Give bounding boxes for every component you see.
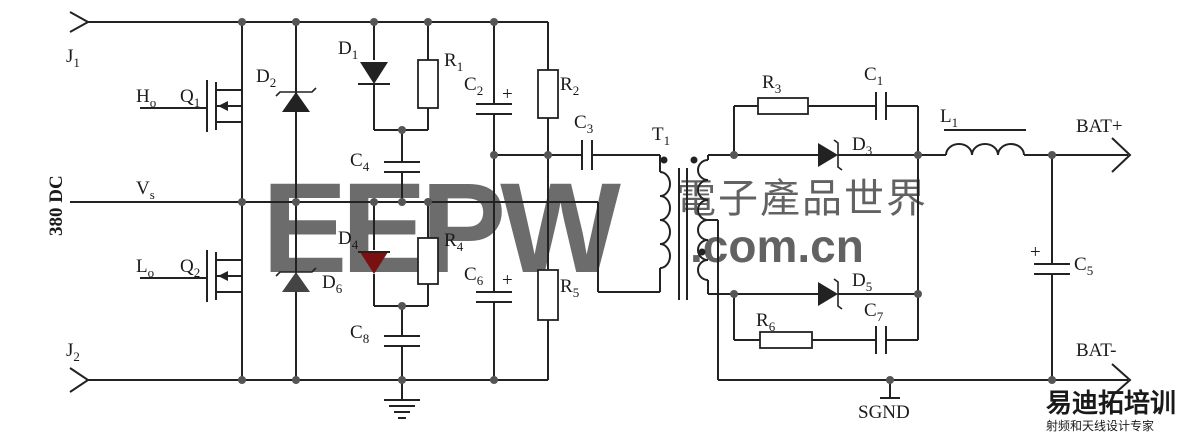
label-d4: D4 bbox=[338, 228, 359, 252]
label-c5: C5 bbox=[1074, 254, 1093, 278]
label-q1: Q1 bbox=[180, 86, 200, 110]
eepw-chinese-text: 電子產品世界 bbox=[676, 176, 928, 221]
eepw-logo-text: EEPW bbox=[262, 157, 621, 300]
corner-watermark-title: 易迪拓培训 bbox=[1046, 389, 1176, 418]
label-vs: Vs bbox=[136, 178, 155, 202]
transformer-t1 bbox=[659, 156, 709, 300]
vs-return bbox=[597, 202, 661, 293]
label-c8: C8 bbox=[350, 322, 369, 346]
label-q2: Q2 bbox=[180, 256, 200, 280]
label-c6: C6 bbox=[464, 264, 484, 288]
mosfet-q2 bbox=[140, 202, 243, 380]
label-r2: R2 bbox=[560, 74, 579, 98]
label-r1: R1 bbox=[444, 50, 463, 74]
label-bat-pos: BAT+ bbox=[1076, 116, 1123, 137]
label-c6-plus: + bbox=[502, 270, 513, 291]
corner-watermark-subtitle: 射频和天线设计专家 bbox=[1046, 418, 1154, 433]
label-sgnd: SGND bbox=[858, 402, 910, 423]
label-bat-neg: BAT- bbox=[1076, 340, 1116, 361]
diode-d2 bbox=[275, 22, 317, 202]
label-c2-plus: + bbox=[502, 84, 513, 105]
label-d2: D2 bbox=[256, 66, 276, 90]
labels: 380 DC J1 J2 Ho Lo Vs Q1 Q2 D2 D6 D1 D4 … bbox=[46, 38, 1123, 423]
input-rails bbox=[69, 11, 598, 393]
label-t1: T1 bbox=[652, 124, 670, 148]
ground-icon bbox=[384, 399, 420, 419]
resistor-r5 bbox=[537, 155, 559, 380]
label-j2: J2 bbox=[66, 340, 80, 364]
snubber-top bbox=[358, 22, 439, 203]
label-j1: J1 bbox=[66, 46, 80, 70]
capacitor-c6 bbox=[476, 155, 512, 380]
label-c7: C7 bbox=[864, 300, 884, 324]
label-d5: D5 bbox=[852, 270, 872, 294]
eepw-url-text: .com.cn bbox=[690, 220, 864, 272]
secondary-wiring bbox=[707, 92, 1132, 399]
label-c3: C3 bbox=[574, 112, 593, 136]
diode-d6 bbox=[275, 202, 317, 380]
label-lo: Lo bbox=[136, 256, 154, 280]
junction-dots bbox=[238, 18, 1056, 384]
capacitor-c2 bbox=[476, 22, 512, 155]
corner-watermark: 易迪拓培训 射频和天线设计专家 bbox=[1046, 389, 1176, 433]
resistor-r2 bbox=[537, 22, 559, 155]
label-r4: R4 bbox=[444, 230, 464, 254]
label-r3: R3 bbox=[762, 72, 781, 96]
label-c4: C4 bbox=[350, 150, 370, 174]
label-r5: R5 bbox=[560, 276, 579, 300]
label-d1: D1 bbox=[338, 38, 358, 62]
label-c1: C1 bbox=[864, 64, 883, 88]
eepw-watermark: EEPW 電子產品世界 .com.cn bbox=[262, 157, 928, 300]
label-d6: D6 bbox=[322, 272, 343, 296]
label-c5-plus: + bbox=[1030, 242, 1041, 263]
label-ho: Ho bbox=[136, 86, 156, 110]
label-c2: C2 bbox=[464, 74, 483, 98]
mosfet-q1 bbox=[140, 22, 243, 202]
supply-voltage-label: 380 DC bbox=[46, 175, 67, 236]
label-d3: D3 bbox=[852, 134, 872, 158]
label-r6: R6 bbox=[756, 310, 776, 334]
label-l1: L1 bbox=[940, 106, 958, 130]
capacitor-c3 bbox=[494, 140, 661, 172]
